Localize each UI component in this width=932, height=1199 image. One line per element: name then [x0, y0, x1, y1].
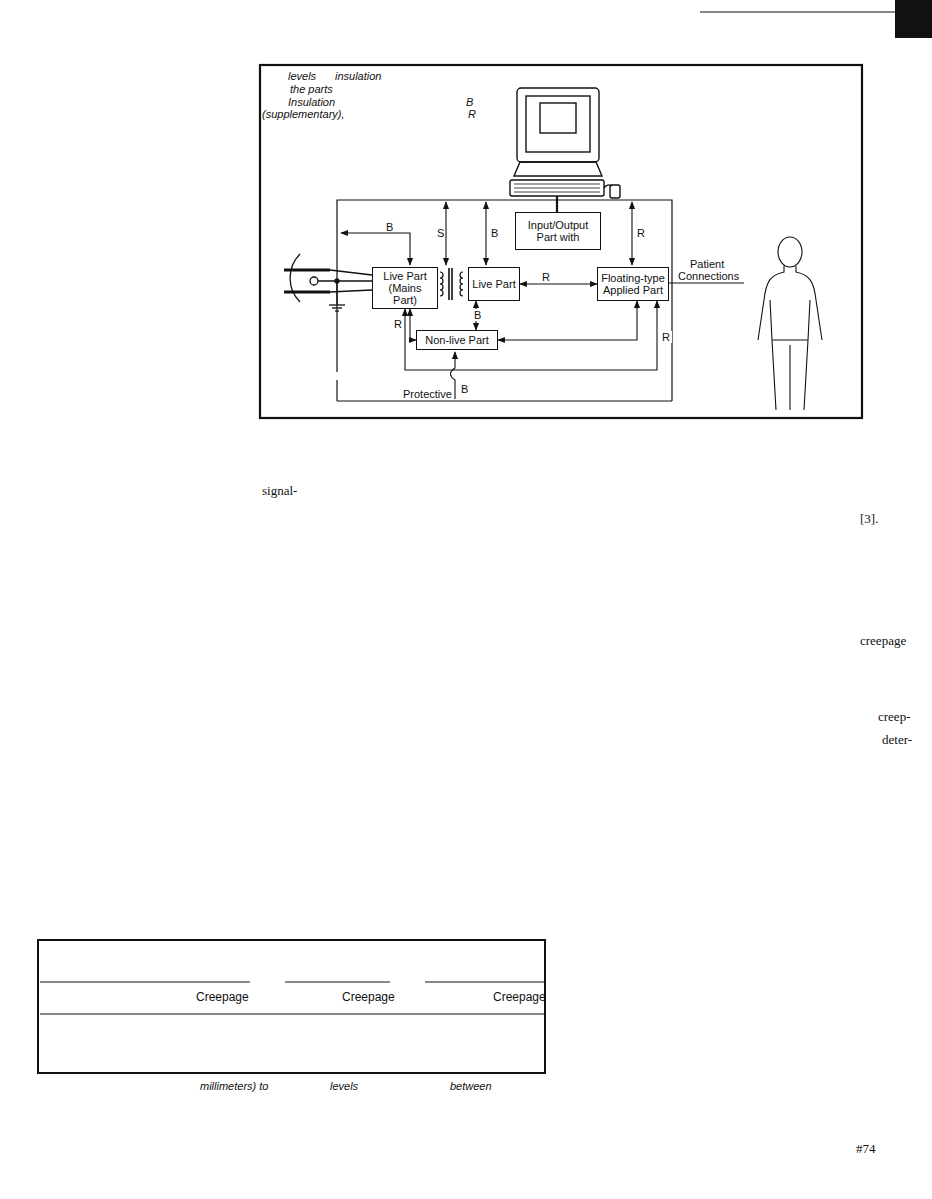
- text-label: B: [466, 96, 473, 108]
- part-name: Non-live Part: [425, 334, 489, 346]
- insulation-code: R: [392, 318, 404, 330]
- part-name: Live Part: [472, 278, 515, 290]
- part-box: Floating-type Applied Part: [597, 267, 669, 301]
- part-box: Live Part: [468, 267, 520, 301]
- text-label: B: [461, 383, 468, 395]
- text-label: S: [437, 227, 444, 239]
- text-label: creep-: [878, 710, 910, 724]
- insulation-connector: [405, 301, 657, 370]
- text-label: between: [450, 1080, 492, 1092]
- text-label: deter-: [882, 733, 912, 747]
- text-label: B: [491, 227, 498, 239]
- text-label: insulation: [335, 70, 381, 82]
- text-label: [3].: [860, 512, 878, 526]
- text-label: millimeters) to: [200, 1080, 268, 1092]
- text-label: Creepage: [493, 991, 546, 1004]
- text-label: Creepage: [342, 991, 395, 1004]
- rule-line: [700, 11, 895, 12]
- insulation-code: R: [540, 271, 552, 283]
- text-label: (supplementary),: [262, 108, 345, 120]
- part-box: Non-live Part: [416, 330, 498, 350]
- transformer-symbol: [440, 268, 463, 300]
- insulation-code: R: [660, 331, 672, 343]
- part-box: Live Part (Mains Part): [372, 267, 438, 309]
- text-label: B: [386, 221, 393, 233]
- table-grid: [38, 940, 545, 1073]
- page-tab: [895, 0, 932, 38]
- patient-figure: [758, 237, 822, 410]
- text-label: Protective: [403, 388, 452, 400]
- insulation-connector: [475, 301, 476, 330]
- part-name: Input/Output Part with: [519, 219, 597, 243]
- part-name: Floating-type Applied Part: [601, 272, 665, 296]
- enclosure: [337, 200, 672, 401]
- insulation-code: B: [472, 309, 483, 321]
- computer-illustration: [510, 88, 620, 212]
- insulation-connector: [498, 301, 637, 340]
- text-label: Connections: [678, 270, 739, 282]
- part-name: Live Part (Mains Part): [376, 270, 434, 306]
- text-label: R: [637, 227, 645, 239]
- text-label: the parts: [290, 83, 333, 95]
- text-label: R: [468, 108, 476, 120]
- part-box: Input/Output Part with: [515, 212, 601, 250]
- insulation-connector: [520, 283, 597, 284]
- mains-plug: [284, 254, 372, 311]
- text-label: Patient: [690, 258, 724, 270]
- text-label: creepage: [860, 634, 906, 648]
- text-label: signal-: [262, 484, 297, 498]
- text-label: #74: [856, 1142, 876, 1156]
- figure-frame: [260, 65, 862, 418]
- text-label: levels: [330, 1080, 358, 1092]
- text-label: Insulation: [288, 96, 335, 108]
- text-label: levels: [288, 70, 316, 82]
- text-label: Creepage: [196, 991, 249, 1004]
- patient-lead: [669, 282, 744, 283]
